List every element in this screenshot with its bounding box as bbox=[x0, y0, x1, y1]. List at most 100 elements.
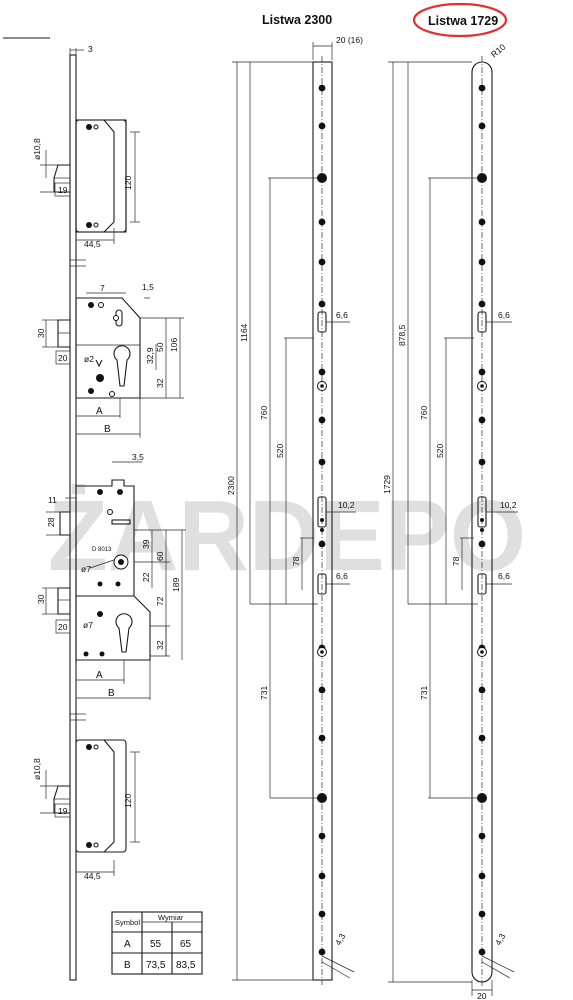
table-cell: 73,5 bbox=[146, 960, 166, 971]
dim-strip-a-520: 520 bbox=[275, 444, 285, 458]
dim-m1-32: 32 bbox=[155, 378, 165, 388]
strip-slot bbox=[317, 496, 327, 528]
dimension-table: Symbol Wymiar A 55 65 B 73,5 83,5 bbox=[111, 911, 203, 975]
strip-ring-center bbox=[320, 384, 324, 388]
dim-m2-32: 32 bbox=[155, 640, 165, 650]
strip-2300-holes bbox=[317, 84, 327, 956]
dim-m2-A: A bbox=[96, 670, 103, 681]
dim-strip-b-bottom-width: 20 bbox=[477, 991, 487, 1000]
strip-2300-body bbox=[312, 61, 333, 981]
strip-hole bbox=[318, 734, 326, 742]
strip-hole bbox=[318, 416, 326, 424]
strip-hole bbox=[478, 540, 486, 548]
strip-hole bbox=[320, 518, 324, 522]
dim-strip-b-8785: 878,5 bbox=[397, 324, 407, 346]
strip-hole bbox=[478, 910, 486, 918]
strip-slot bbox=[317, 573, 327, 595]
dim-roller-depth-top: 44,5 bbox=[84, 239, 101, 249]
strip-hole bbox=[318, 872, 326, 880]
strip-hole bbox=[318, 948, 326, 956]
dim-strip-a-slot2: 10,2 bbox=[338, 500, 355, 510]
dim-strip-a-slot3: 6,6 bbox=[336, 571, 348, 581]
strip-1729-holes bbox=[477, 84, 487, 956]
table-cell: B bbox=[124, 960, 131, 971]
dim-strip-b-78: 78 bbox=[451, 556, 461, 566]
strip-stud bbox=[317, 173, 327, 183]
strip-hole bbox=[318, 832, 326, 840]
dim-strip-a-width: 20 (16) bbox=[336, 35, 363, 45]
strip-stud bbox=[477, 173, 487, 183]
watermark: ŻARDEPO bbox=[48, 480, 526, 592]
strip-hole bbox=[478, 122, 486, 130]
strip-1729-body bbox=[471, 61, 493, 983]
strip-ring-center bbox=[320, 650, 324, 654]
dim-g-72: 72 bbox=[155, 596, 165, 606]
dim-strip-b-731: 731 bbox=[419, 686, 429, 700]
strip-hole bbox=[480, 518, 484, 522]
dim-strip-b-radius: R10 bbox=[489, 42, 508, 60]
table-cell: A bbox=[124, 939, 131, 950]
table-header-dim: Wymiar bbox=[158, 913, 184, 922]
strip-hole bbox=[478, 686, 486, 694]
dim-strip-b-total: 1729 bbox=[382, 475, 392, 494]
strip-hole bbox=[318, 258, 326, 266]
dim-roller-len-bot: 120 bbox=[123, 794, 133, 808]
dim-strip-a-total: 2300 bbox=[226, 476, 236, 495]
dim-strip-b-slot1: 6,6 bbox=[498, 310, 510, 320]
strip-hole bbox=[478, 832, 486, 840]
dim-strip-a-angle: 4,3 bbox=[333, 932, 348, 947]
strip-ring-center bbox=[480, 384, 484, 388]
dim-m1-106: 106 bbox=[169, 338, 179, 352]
strip-hole bbox=[318, 540, 326, 548]
dim-g-7: ø7 bbox=[81, 564, 91, 574]
dim-strip-b-angle: 4,3 bbox=[493, 932, 508, 947]
dim-m2-B: B bbox=[108, 688, 115, 699]
dim-g-60: 60 bbox=[155, 551, 165, 561]
dim-strip-b-slot3: 6,6 bbox=[498, 571, 510, 581]
dim-m2-20: 20 bbox=[58, 622, 68, 632]
dim-strip-b-760: 760 bbox=[419, 406, 429, 420]
table-cell: 83,5 bbox=[176, 960, 196, 971]
dim-m1-B: B bbox=[104, 424, 111, 435]
dim-g-189: 189 bbox=[171, 578, 181, 592]
strip-slot bbox=[317, 311, 327, 333]
top-roller-box: ø10,8 19 120 44,5 bbox=[32, 119, 140, 267]
strip-hole bbox=[318, 84, 326, 92]
dim-m1-30: 30 bbox=[36, 328, 46, 338]
title-highlight-ellipse bbox=[412, 2, 508, 38]
dim-m1-20: 20 bbox=[58, 353, 68, 363]
strip-stud bbox=[317, 793, 327, 803]
dim-roller-w-top: 19 bbox=[58, 185, 68, 195]
dim-roller-dia-bot: ø10,8 bbox=[32, 758, 42, 780]
dim-top-offset: 3 bbox=[88, 44, 93, 54]
dim-strip-a-760: 760 bbox=[259, 406, 269, 420]
dim-m1-329: 32,9 bbox=[145, 347, 155, 364]
main-lock-upper: 30 20 7 1,5 32,9 50 106 32 ø2 A bbox=[36, 282, 184, 438]
strip-hole bbox=[318, 368, 326, 376]
strip-hole bbox=[478, 84, 486, 92]
strip-hole bbox=[478, 258, 486, 266]
dim-roller-depth-bot: 44,5 bbox=[84, 871, 101, 881]
dim-g-35: 3,5 bbox=[132, 452, 144, 462]
strip-hole bbox=[318, 218, 326, 226]
dim-g-11: 11 bbox=[48, 495, 57, 505]
strip-hole bbox=[480, 528, 484, 532]
main-lock-lower: 30 20 ø7 32 A B bbox=[36, 587, 170, 721]
strip-stud bbox=[477, 793, 487, 803]
dim-strip-a-slot1: 6,6 bbox=[336, 310, 348, 320]
strip-slot bbox=[477, 573, 487, 595]
strip-slot bbox=[477, 311, 487, 333]
strip-2300: Listwa 2300 20 (16) 2300 1164 760 520 78… bbox=[226, 13, 363, 985]
strip-hole bbox=[478, 300, 486, 308]
strip-hole bbox=[320, 528, 324, 532]
dim-roller-len-top: 120 bbox=[123, 176, 133, 190]
strip-hole bbox=[478, 218, 486, 226]
label-gear-part: D 8013 bbox=[92, 547, 112, 553]
dim-roller-dia-top: ø10,8 bbox=[32, 138, 42, 160]
dim-m1-A: A bbox=[96, 406, 103, 417]
lock-assembly: 3 ø10,8 19 120 44,5 bbox=[3, 37, 203, 981]
dim-g-28: 28 bbox=[46, 517, 56, 527]
title-strip-2300: Listwa 2300 bbox=[262, 13, 332, 27]
dim-strip-a-78: 78 bbox=[291, 556, 301, 566]
